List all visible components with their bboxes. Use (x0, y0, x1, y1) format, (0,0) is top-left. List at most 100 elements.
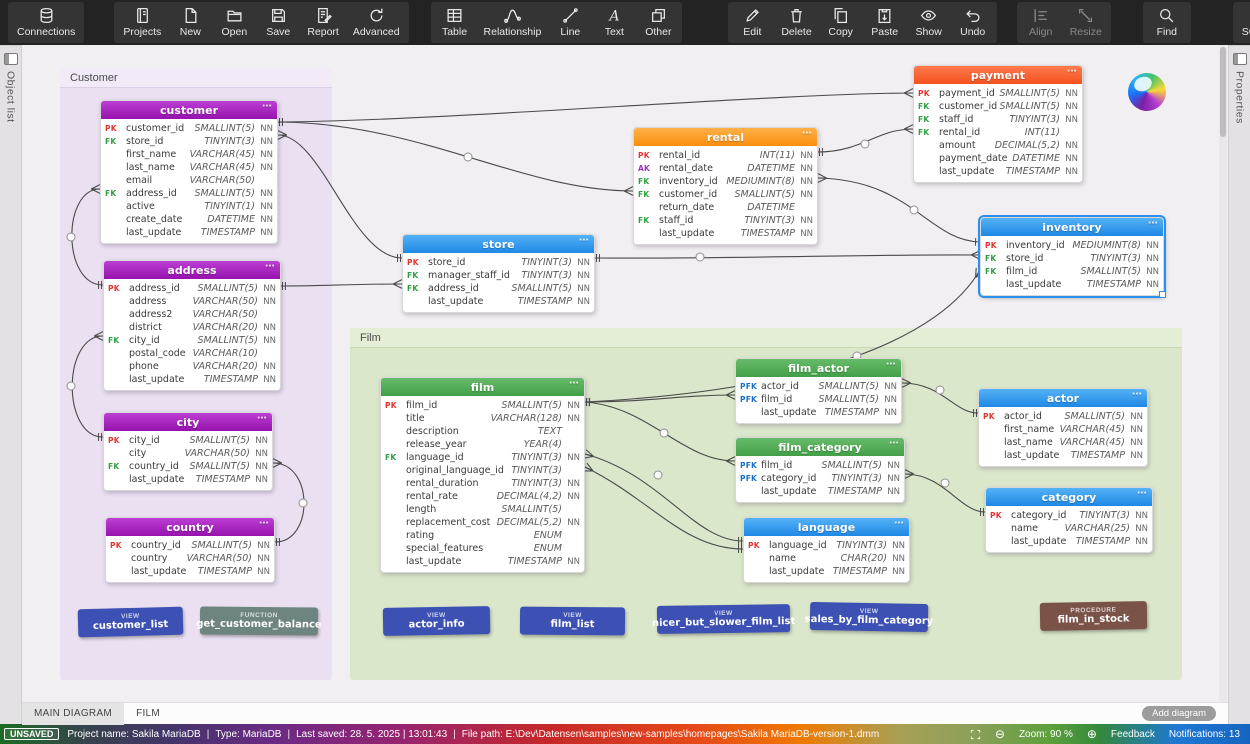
table-more-icon[interactable]: ⋯ (257, 413, 267, 424)
table-more-icon[interactable]: ⋯ (569, 378, 579, 389)
zoom-in-button[interactable]: ⊕ (1086, 727, 1097, 741)
table-header-city[interactable]: city⋯ (104, 413, 272, 431)
tab-film[interactable]: FILM (136, 708, 161, 719)
table-header-store[interactable]: store⋯ (403, 235, 594, 253)
relationship-store-inventory[interactable] (594, 250, 981, 262)
table-header-customer[interactable]: customer⋯ (101, 101, 277, 119)
table-more-icon[interactable]: ⋯ (1132, 389, 1142, 400)
relationship-button[interactable]: Relationship (477, 4, 549, 41)
delete-button[interactable]: Delete (774, 4, 818, 41)
undo-button[interactable]: Undo (951, 4, 995, 41)
show-button[interactable]: Show (907, 4, 951, 41)
table-more-icon[interactable]: ⋯ (802, 128, 812, 139)
paste-button[interactable]: Paste (863, 4, 907, 41)
connections-button[interactable]: Connections (10, 4, 82, 41)
table-more-icon[interactable]: ⋯ (262, 101, 272, 112)
table-header-address[interactable]: address⋯ (104, 261, 280, 279)
relationship-rental-inventory[interactable] (817, 173, 981, 246)
line-button[interactable]: Line (548, 4, 592, 41)
table-header-inventory[interactable]: inventory⋯ (981, 218, 1163, 236)
relationship-node[interactable] (860, 139, 870, 149)
relationship-rental-payment[interactable] (817, 124, 914, 156)
table-header-country[interactable]: country⋯ (106, 518, 274, 536)
table-header-payment[interactable]: payment⋯ (914, 66, 1082, 84)
relationship-node[interactable] (909, 205, 919, 215)
relationship-customer-payment[interactable] (277, 88, 914, 126)
find-button[interactable]: Find (1145, 4, 1189, 41)
other-button[interactable]: Other (636, 4, 680, 41)
table-header-actor[interactable]: actor⋯ (979, 389, 1147, 407)
table-more-icon[interactable]: ⋯ (1148, 218, 1158, 229)
table-header-film_actor[interactable]: film_actor⋯ (736, 359, 901, 377)
table-header-film_category[interactable]: film_category⋯ (736, 438, 904, 456)
tab-main-diagram[interactable]: MAIN DIAGRAM (22, 702, 125, 725)
table-more-icon[interactable]: ⋯ (894, 518, 904, 529)
table-more-icon[interactable]: ⋯ (259, 518, 269, 529)
table-header-rental[interactable]: rental⋯ (634, 128, 817, 146)
report-button[interactable]: Report (300, 4, 346, 41)
relationship-node[interactable] (463, 152, 473, 162)
advanced-button[interactable]: Advanced (346, 4, 407, 41)
table-more-icon[interactable]: ⋯ (886, 359, 896, 370)
resize-handle[interactable] (1159, 291, 1166, 298)
table-header-film[interactable]: film⋯ (381, 378, 584, 396)
